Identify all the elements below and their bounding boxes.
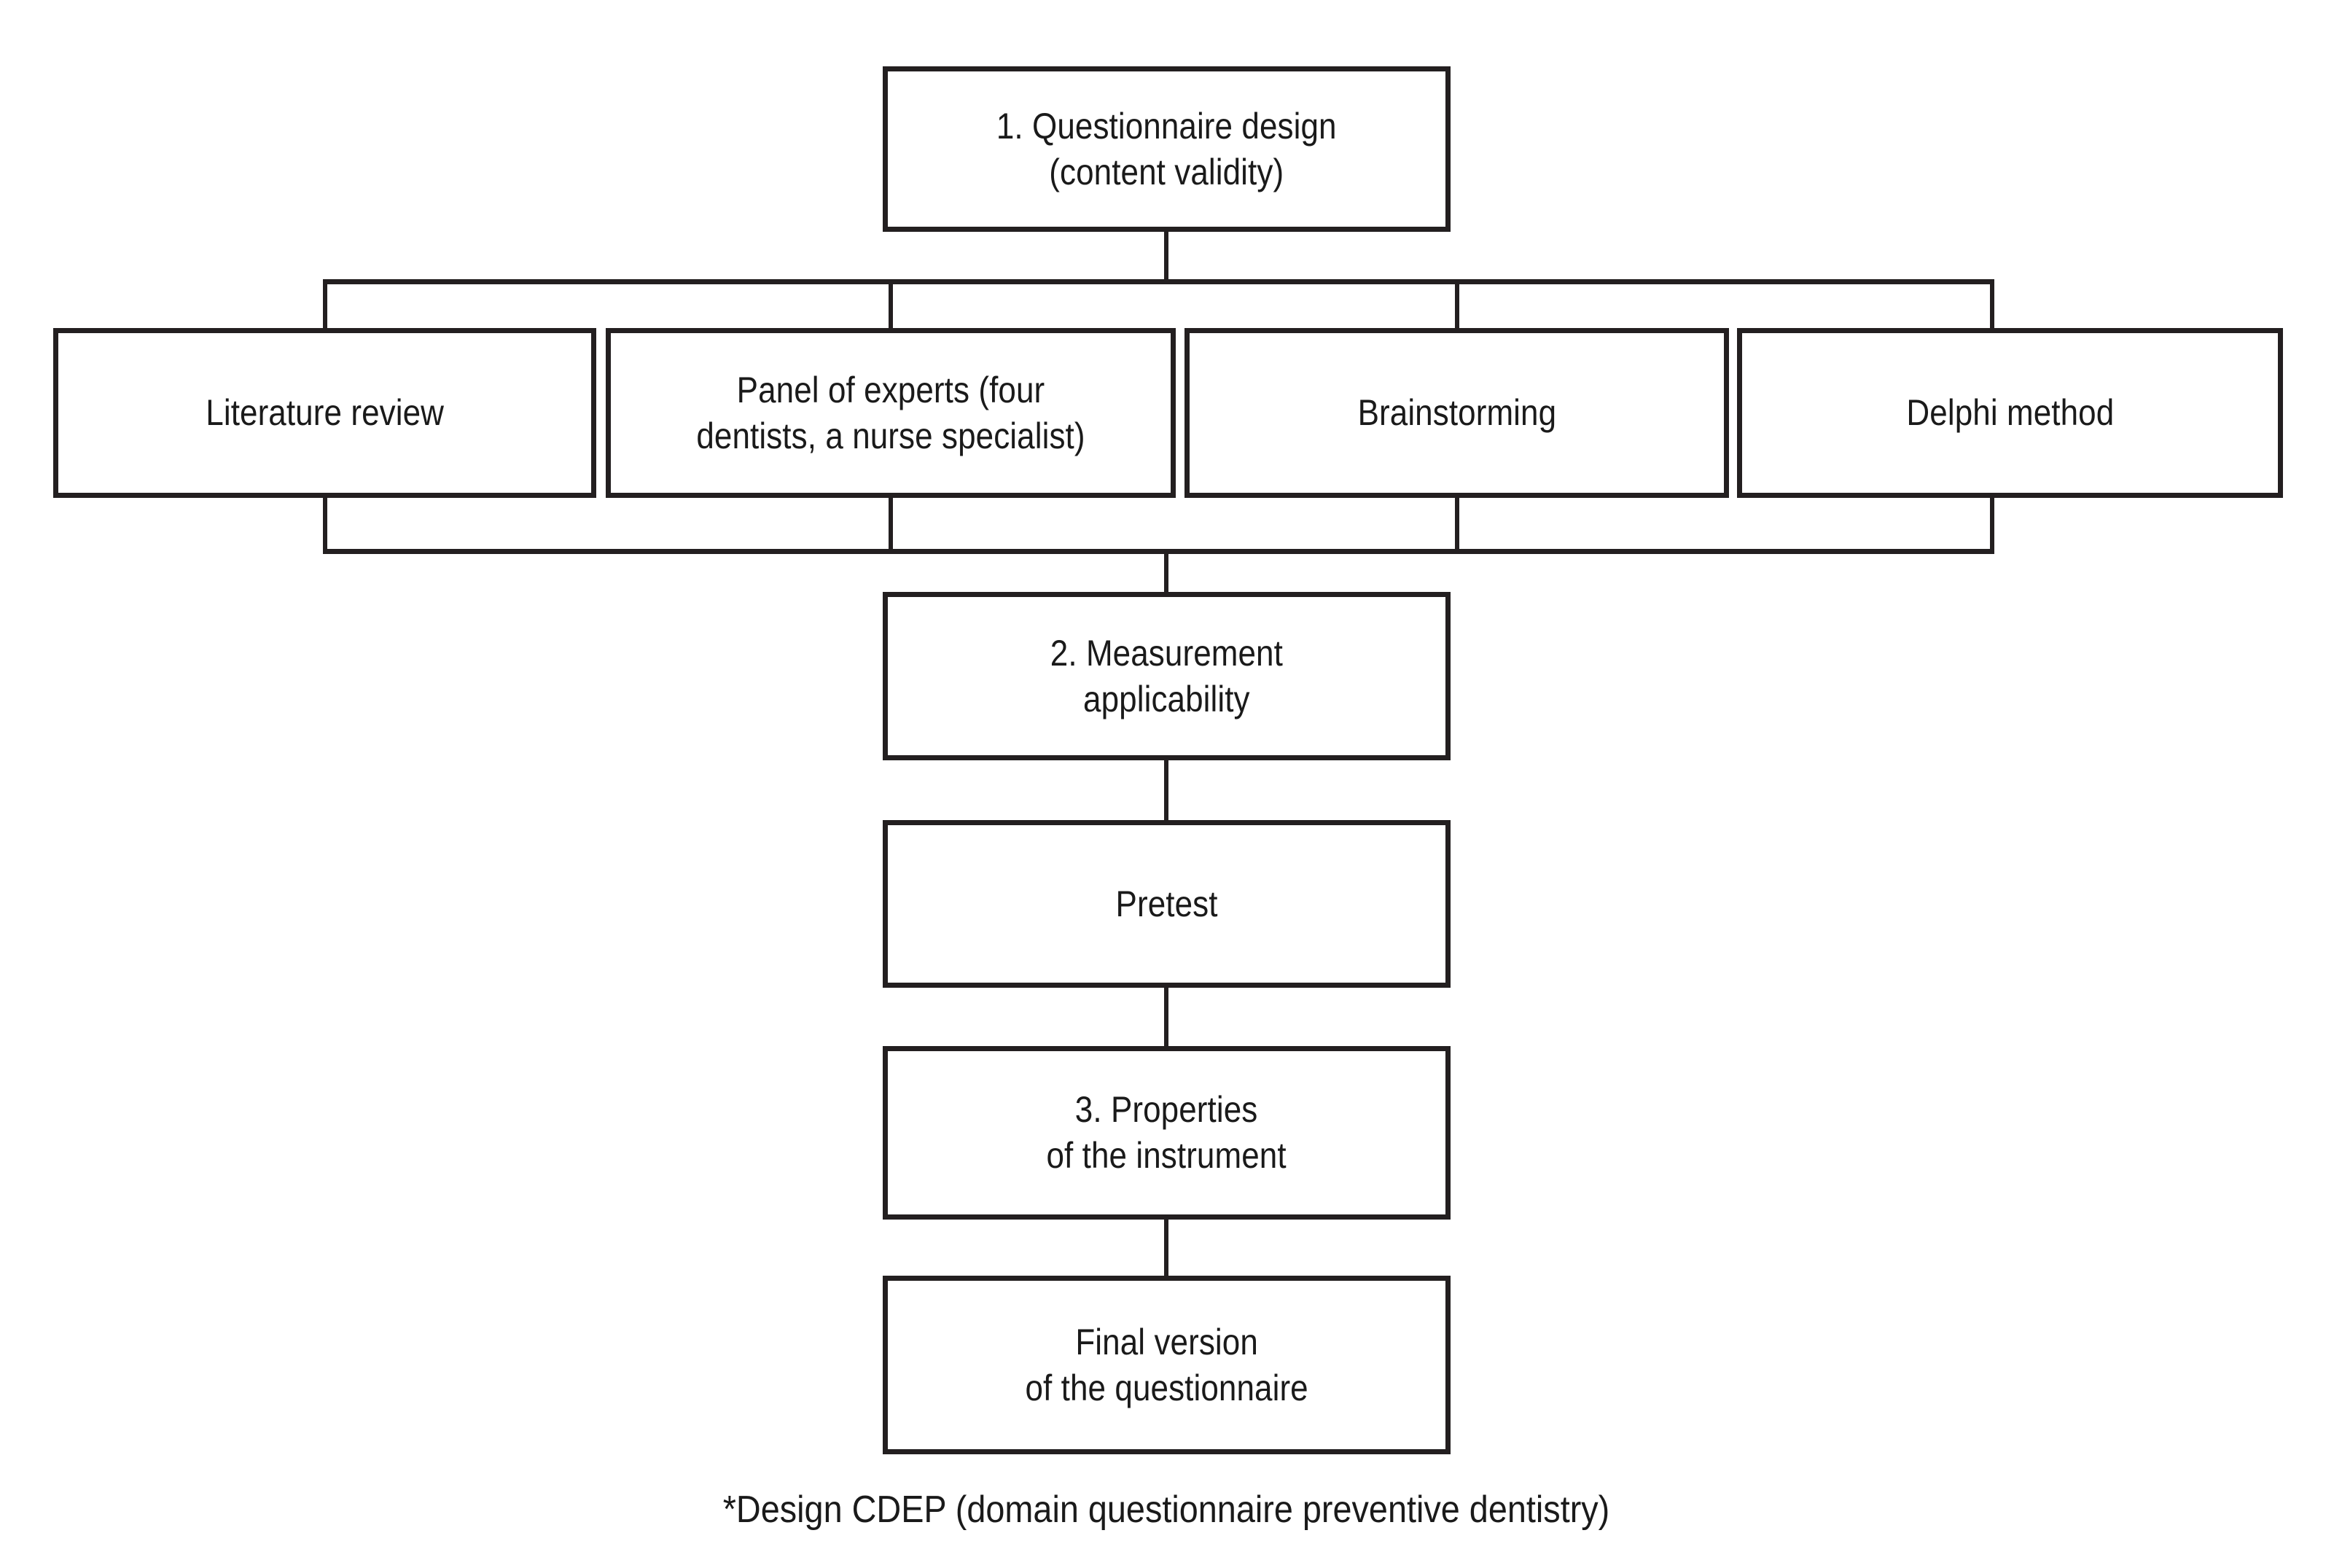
node-literature-review-label: Literature review <box>206 392 444 433</box>
connector-bus-drop-3 <box>1455 279 1459 330</box>
connector-pretest-to-step3 <box>1164 988 1168 1048</box>
connector-method3-to-bus <box>1455 496 1459 551</box>
connector-method2-to-bus <box>889 496 893 551</box>
node-pretest-label: Pretest <box>1115 883 1218 924</box>
node-brainstorming[interactable]: Brainstorming <box>1184 328 1729 498</box>
node-questionnaire-design-label: 1. Questionnaire design (content validit… <box>996 105 1337 192</box>
node-literature-review[interactable]: Literature review <box>53 328 596 498</box>
node-panel-of-experts[interactable]: Panel of experts (four dentists, a nurse… <box>606 328 1176 498</box>
connector-method1-to-bus <box>323 496 327 551</box>
node-delphi-method-label: Delphi method <box>1906 392 2114 433</box>
connector-bus-to-step2 <box>1164 549 1168 594</box>
node-questionnaire-design[interactable]: 1. Questionnaire design (content validit… <box>883 66 1451 232</box>
node-properties-of-instrument-label: 3. Properties of the instrument <box>1046 1089 1287 1176</box>
node-measurement-applicability[interactable]: 2. Measurement applicability <box>883 592 1451 760</box>
node-pretest[interactable]: Pretest <box>883 820 1451 988</box>
node-delphi-method[interactable]: Delphi method <box>1737 328 2283 498</box>
node-final-version[interactable]: Final version of the questionnaire <box>883 1276 1451 1454</box>
connector-bus-drop-1 <box>323 279 327 330</box>
connector-bus-drop-4 <box>1990 279 1994 330</box>
connector-lower-bus <box>323 549 1994 554</box>
node-panel-of-experts-label: Panel of experts (four dentists, a nurse… <box>696 369 1085 456</box>
figure-caption: *Design CDEP (domain questionnaire preve… <box>722 1489 1610 1531</box>
connector-bus-drop-2 <box>889 279 893 330</box>
connector-step2-to-pretest <box>1164 760 1168 822</box>
connector-upper-bus <box>323 279 1994 284</box>
connector-step1-to-bus <box>1164 232 1168 284</box>
node-brainstorming-label: Brainstorming <box>1357 392 1556 433</box>
node-measurement-applicability-label: 2. Measurement applicability <box>1050 632 1284 719</box>
connector-step3-to-final <box>1164 1220 1168 1278</box>
node-final-version-label: Final version of the questionnaire <box>1025 1321 1308 1408</box>
connector-method4-to-bus <box>1990 496 1994 551</box>
node-properties-of-instrument[interactable]: 3. Properties of the instrument <box>883 1046 1451 1220</box>
